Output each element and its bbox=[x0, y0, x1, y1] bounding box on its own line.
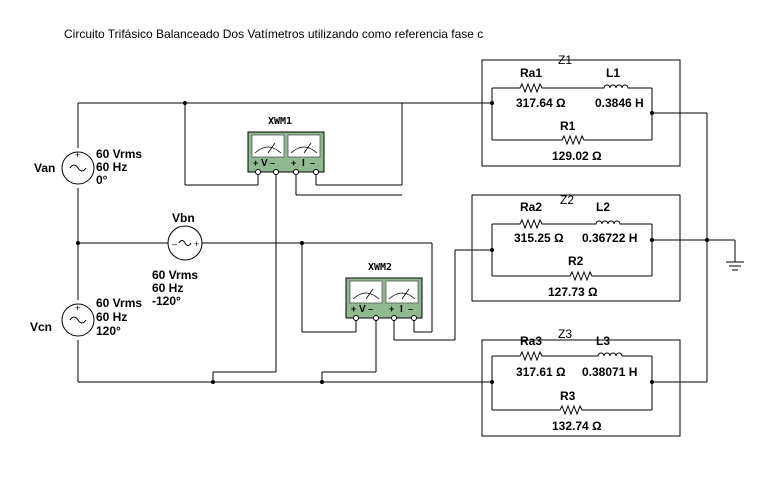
wattmeter-xwm2-i-label: I bbox=[400, 304, 403, 315]
wattmeter-xwm2-i-minus: – bbox=[408, 304, 413, 314]
load-z1-r-name: R1 bbox=[560, 119, 576, 133]
load-z1-name: Z1 bbox=[558, 53, 572, 67]
load-z3-ra-value: 317.61 Ω bbox=[516, 365, 566, 379]
wattmeter-xwm2-name: XWM2 bbox=[368, 262, 392, 273]
source-van-vrms: 60 Vrms bbox=[96, 147, 142, 161]
source-vbn[interactable]: – + Vbn 60 Vrms 60 Hz -120° bbox=[152, 211, 203, 308]
load-z2[interactable]: Z2 Ra2 315.25 Ω L2 0.36722 H R2 127.73 Ω bbox=[471, 193, 681, 302]
load-z1-l-value: 0.3846 H bbox=[595, 96, 644, 110]
wattmeter-xwm1[interactable]: XWM1 + V – + I – bbox=[247, 116, 325, 175]
source-van[interactable]: + Van 60 Vrms 60 Hz 0° bbox=[34, 147, 142, 187]
wattmeter-xwm1-v-plus: + bbox=[253, 158, 258, 168]
page-title: Circuito Trifásico Balanceado Dos Vatíme… bbox=[64, 27, 483, 41]
wattmeter-xwm2-v-plus: + bbox=[351, 304, 356, 314]
wattmeter-xwm1-v-label: V bbox=[261, 158, 268, 169]
load-z3[interactable]: Z3 Ra3 317.61 Ω L3 0.38071 H R3 132.74 Ω bbox=[481, 327, 681, 437]
source-vbn-phase: -120° bbox=[152, 294, 181, 308]
wattmeter-xwm1-name: XWM1 bbox=[268, 116, 292, 127]
source-van-phase: 0° bbox=[96, 173, 108, 187]
load-z2-r-name: R2 bbox=[568, 254, 584, 268]
load-z3-r-value: 132.74 Ω bbox=[552, 419, 602, 433]
svg-text:–: – bbox=[172, 239, 177, 249]
load-z2-l-name: L2 bbox=[596, 200, 610, 214]
load-z1-ra-name: Ra1 bbox=[520, 66, 542, 80]
source-van-freq: 60 Hz bbox=[96, 160, 127, 174]
source-vcn-name: Vcn bbox=[30, 320, 52, 334]
load-z2-name: Z2 bbox=[560, 193, 574, 207]
wattmeter-xwm2[interactable]: XWM2 + V – + I – bbox=[345, 262, 423, 321]
load-z3-l-name: L3 bbox=[596, 334, 610, 348]
load-z3-ra-name: Ra3 bbox=[520, 334, 542, 348]
source-vbn-vrms: 60 Vrms bbox=[152, 268, 198, 282]
wattmeter-xwm1-i-minus: – bbox=[310, 158, 315, 168]
source-vcn[interactable]: + Vcn 60 Vrms 60 Hz 120° bbox=[30, 296, 142, 338]
source-van-name: Van bbox=[34, 161, 55, 175]
load-z1-l-name: L1 bbox=[606, 66, 620, 80]
svg-text:+: + bbox=[194, 239, 199, 249]
source-vcn-freq: 60 Hz bbox=[96, 310, 127, 324]
load-z1[interactable]: Z1 Ra1 317.64 Ω L1 0.3846 H R1 129.02 Ω bbox=[481, 53, 681, 167]
load-z2-l-value: 0.36722 H bbox=[582, 231, 637, 245]
load-z3-l-value: 0.38071 H bbox=[582, 365, 637, 379]
source-vcn-vrms: 60 Vrms bbox=[96, 296, 142, 310]
load-z1-r-value: 129.02 Ω bbox=[552, 149, 602, 163]
source-vbn-name: Vbn bbox=[172, 211, 195, 225]
load-z3-r-name: R3 bbox=[560, 389, 576, 403]
wiring bbox=[77, 102, 744, 383]
wattmeter-xwm1-v-minus: – bbox=[270, 158, 275, 168]
load-z1-ra-value: 317.64 Ω bbox=[516, 96, 566, 110]
svg-text:+: + bbox=[75, 150, 80, 160]
svg-text:+: + bbox=[75, 303, 80, 313]
source-vbn-freq: 60 Hz bbox=[152, 281, 183, 295]
junction-dots bbox=[76, 101, 709, 384]
wattmeter-xwm1-i-label: I bbox=[302, 158, 305, 169]
wattmeter-xwm2-v-label: V bbox=[359, 304, 366, 315]
wattmeter-xwm2-v-minus: – bbox=[368, 304, 373, 314]
load-z2-ra-name: Ra2 bbox=[520, 200, 542, 214]
wattmeter-xwm1-i-plus: + bbox=[291, 158, 296, 168]
load-z2-ra-value: 315.25 Ω bbox=[514, 231, 564, 245]
load-z3-name: Z3 bbox=[558, 327, 572, 341]
wattmeter-xwm2-i-plus: + bbox=[389, 304, 394, 314]
load-z2-r-value: 127.73 Ω bbox=[548, 285, 598, 299]
source-vcn-phase: 120° bbox=[96, 324, 121, 338]
